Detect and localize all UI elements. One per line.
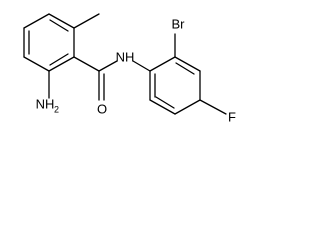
fluorine-label: F	[228, 109, 236, 124]
carbonyl-oxygen-label: O	[97, 101, 107, 116]
ring-bond	[149, 99, 176, 115]
ring-double-bond	[155, 96, 175, 109]
methyl-bond	[73, 13, 100, 29]
ring-bond	[149, 56, 176, 72]
ring-double-bond	[49, 53, 69, 66]
bromine-label: Br	[172, 16, 186, 31]
ring-bond	[48, 13, 75, 29]
chemical-structure: NH 2 NH O Br F	[23, 13, 236, 124]
fluorine-bond	[199, 99, 227, 115]
amide-nitrogen-label: NH	[116, 49, 135, 64]
ring-bond	[174, 56, 201, 72]
amino-subscript: 2	[54, 104, 59, 114]
ring-bond	[23, 56, 50, 72]
ring-to-carbonyl-bond	[73, 56, 100, 72]
ring-double-bond	[175, 62, 195, 75]
ring-bond	[174, 99, 201, 115]
ring-bond	[48, 56, 75, 72]
carbonyl-to-nitrogen-bond	[98, 60, 118, 72]
ring-double-bond	[49, 19, 69, 32]
nitrogen-to-ring-bond	[132, 60, 151, 72]
amino-label: NH	[36, 96, 55, 111]
ring-bond	[23, 13, 50, 29]
benzamide-ring	[23, 13, 75, 72]
anilide-ring	[149, 56, 201, 115]
